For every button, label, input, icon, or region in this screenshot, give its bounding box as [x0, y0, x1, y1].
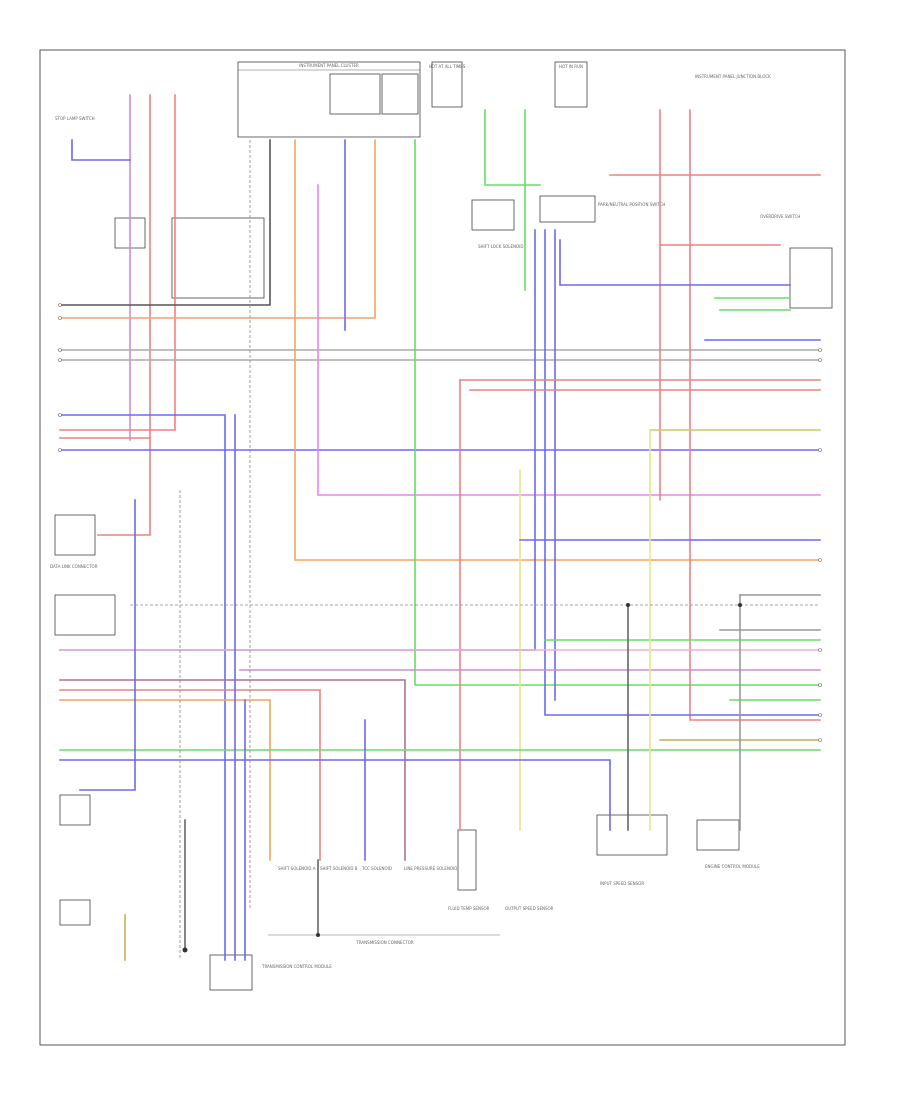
shift-solenoid-a-label: SHIFT SOLENOID A — [278, 866, 316, 871]
engine-control-module-label: ENGINE CONTROL MODULE — [705, 864, 760, 869]
terminal — [818, 448, 822, 452]
instrument-panel-cluster-label: INSTRUMENT PANEL CLUSTER — [299, 63, 359, 68]
fluid-temp-sensor-label: FLUID TEMP SENSOR — [448, 906, 490, 911]
wire-segment — [59, 689, 321, 861]
cluster-inner-module — [381, 73, 419, 115]
wire-segment — [294, 139, 821, 561]
terminal — [58, 448, 62, 452]
wire-segment — [59, 679, 406, 861]
transmission-control-module-label: TRANSMISSION CONTROL MODULE — [261, 964, 332, 969]
wire-segment — [71, 139, 131, 161]
lower-left-component-box — [59, 794, 91, 826]
hot-at-all-times-label: HOT AT ALL TIMES — [429, 64, 466, 69]
wire-segment — [59, 139, 376, 319]
line-pressure-solenoid-label: LINE PRESSURE SOLENOID — [404, 866, 457, 871]
terminal — [58, 358, 62, 362]
terminal — [818, 713, 822, 717]
overdrive-switch-box — [789, 247, 833, 309]
neutral-safety-switch-label: PARK/NEUTRAL POSITION SWITCH — [598, 202, 665, 207]
wire-segment — [59, 229, 536, 651]
brake-switch-label: STOP LAMP SWITCH — [55, 116, 95, 121]
lower-left-component-box — [59, 899, 91, 926]
fluid-temp-sensor-box — [457, 829, 477, 891]
data-link-connector-box — [54, 594, 116, 636]
data-link-connector-label: DATA LINK CONNECTOR — [50, 564, 98, 569]
wire-segment — [689, 109, 821, 721]
terminal — [818, 738, 822, 742]
engine-control-module-box — [696, 819, 740, 851]
transmission-connector-label: TRANSMISSION CONNECTOR — [355, 940, 413, 945]
diagram-frame — [39, 49, 846, 1046]
wire-segment — [59, 414, 226, 961]
splice-node — [316, 933, 320, 937]
ground-node — [182, 947, 188, 953]
input-speed-sensor-label: INPUT SPEED SENSOR — [600, 881, 644, 886]
cluster-inner-module — [329, 73, 381, 115]
terminal — [818, 683, 822, 687]
wire-segment — [559, 239, 791, 286]
fuse-box-hot — [431, 61, 463, 108]
terminal-group — [58, 303, 822, 953]
terminal — [818, 648, 822, 652]
wire-segment — [59, 699, 271, 861]
input-speed-sensor-box — [596, 814, 668, 856]
terminal — [818, 558, 822, 562]
wire-segment — [59, 759, 611, 831]
fuse-box-run — [554, 61, 588, 108]
left-mid-component-box — [54, 514, 96, 556]
wire-segment — [414, 139, 821, 686]
wire-segment — [79, 499, 136, 791]
wire-segment — [59, 94, 176, 431]
transmission-control-module-box — [209, 954, 253, 991]
wire-segment — [544, 229, 821, 716]
wire-segment — [59, 139, 271, 306]
overdrive-switch-label: OVERDRIVE SWITCH — [760, 214, 800, 219]
wire-group — [59, 94, 821, 961]
instrument-panel-junction-block-label: INSTRUMENT PANEL JUNCTION BLOCK — [695, 74, 771, 79]
splice-node — [738, 603, 742, 607]
hot-in-run-label: HOT IN RUN — [559, 64, 583, 69]
shift-lock-solenoid-label: SHIFT LOCK SOLENOID — [478, 244, 523, 249]
terminal — [58, 303, 62, 307]
terminal — [58, 413, 62, 417]
shift-solenoid-b-label: SHIFT SOLENOID B — [320, 866, 358, 871]
wire-segment — [484, 109, 541, 186]
terminal — [818, 358, 822, 362]
splice-node — [626, 603, 630, 607]
wire-segment — [317, 184, 821, 496]
terminal — [58, 348, 62, 352]
left-module-box — [171, 217, 265, 299]
output-speed-sensor-label: OUTPUT SPEED SENSOR — [505, 906, 554, 911]
wire-segment — [97, 94, 151, 536]
terminal — [818, 348, 822, 352]
shift-lock-solenoid-box — [471, 199, 515, 231]
tcc-solenoid-label: TCC SOLENOID — [361, 866, 392, 871]
terminal — [58, 316, 62, 320]
neutral-safety-switch-box — [539, 195, 596, 223]
